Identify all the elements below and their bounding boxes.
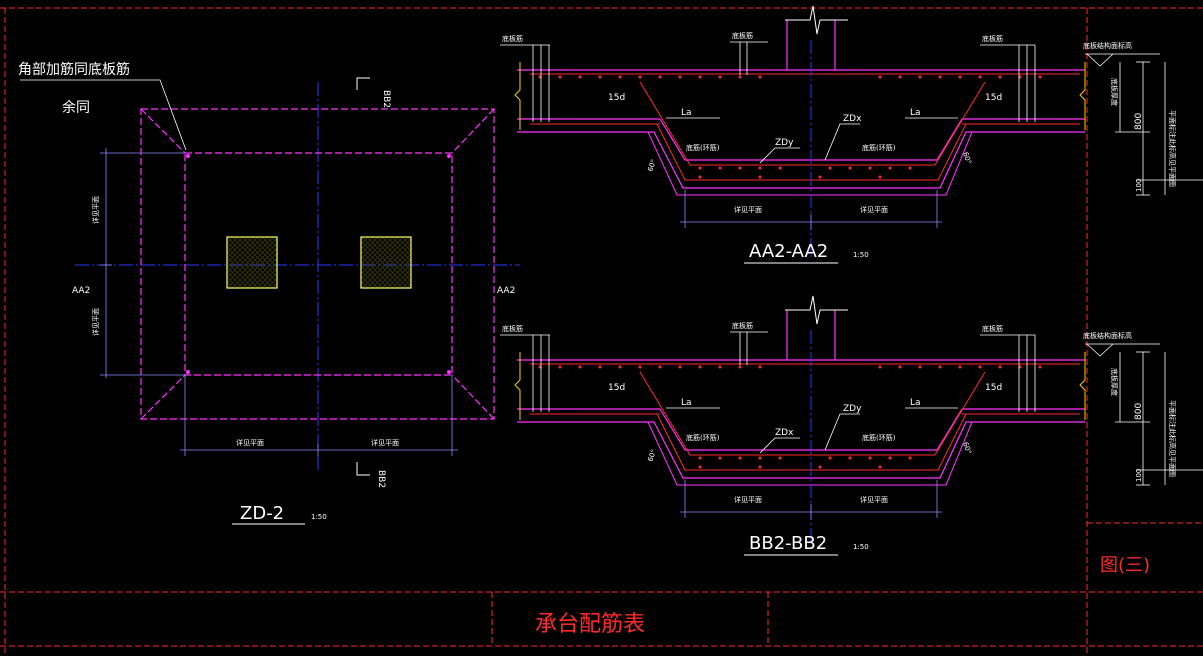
- aa-angle-left: 60°: [646, 158, 658, 172]
- bb-right-bar-label: 底板筋: [982, 324, 1003, 333]
- plan-dim-left-bottom: 详见平面: [91, 308, 100, 336]
- plan-dim-bottom-right: 详见平面: [371, 438, 399, 447]
- aa-la-left: La: [681, 108, 692, 118]
- bb-scale: 1:50: [853, 543, 869, 551]
- aa-right-elev-label: 底板结构面标高: [1083, 41, 1132, 50]
- plan-section-bb-bottom: BB2: [376, 470, 386, 488]
- bb-anchor-right: 15d: [985, 383, 1002, 393]
- bb-anchor-left: 15d: [608, 383, 625, 393]
- aa-right-note: 底板厚度: [1110, 78, 1119, 106]
- bb-la-left: La: [681, 398, 692, 408]
- plan-scale: 1:50: [311, 513, 327, 521]
- plan-section-aa-left: AA2: [72, 286, 90, 296]
- section-aa2: 详见平面 详见平面 底板筋 底板筋 底板筋 底板结构面标高 底板厚度 平面标注此…: [500, 5, 1203, 264]
- bb-dim-100: 100: [1135, 469, 1143, 482]
- bb-right-elev-label: 底板结构面标高: [1083, 331, 1132, 340]
- aa-bar-x: ZDx: [843, 114, 862, 124]
- aa-dim-800: 800: [1134, 113, 1144, 130]
- bb-right-note: 底板厚度: [1110, 368, 1119, 396]
- bb-bar-y: ZDy: [843, 404, 862, 414]
- plan-inner-outline: [184, 152, 453, 376]
- bb-dim-800: 800: [1134, 403, 1144, 420]
- aa-title: AA2-AA2: [749, 241, 828, 262]
- plan-note-line1: 角部加筋同底板筋: [18, 61, 130, 78]
- bb-dim-left: 详见平面: [734, 495, 762, 504]
- plan-view: 详见平面 详见平面 详见平面 详见平面 BB2 BB2 AA2 AA2 角部加筋…: [18, 61, 520, 525]
- plan-dim-bottom-left: 详见平面: [236, 438, 264, 447]
- aa-right-note2: 平面标注此标高见平面图: [1168, 110, 1177, 187]
- aa-anchor-left: 15d: [608, 93, 625, 103]
- aa-mid-bar-label: 底板筋: [732, 31, 753, 40]
- aa-anchor-right: 15d: [985, 93, 1002, 103]
- aa-right-bar-label: 底板筋: [982, 34, 1003, 43]
- bb-la-right: La: [910, 398, 921, 408]
- table-title: 承台配筋表: [535, 612, 645, 637]
- bb-right-note2: 平面标注此标高见平面图: [1168, 400, 1177, 477]
- drawing-frame: [0, 7, 1203, 656]
- plan-note-leader: [20, 79, 187, 151]
- section-bb2: 详见平面 详见平面 底板筋 底板筋 底板筋 底板结构面标高 底板厚度 平面标注此…: [500, 295, 1203, 556]
- aa-dim-left: 详见平面: [734, 205, 762, 214]
- plan-note-line2: 余同: [62, 99, 90, 116]
- aa-top-bar-label: 底板筋: [502, 34, 523, 43]
- bb-hoop-right: 底筋(环筋): [862, 433, 896, 442]
- plan-section-aa-right: AA2: [497, 286, 515, 296]
- plan-dim-left-top: 详见平面: [91, 196, 100, 224]
- plan-title: ZD-2: [240, 503, 284, 524]
- aa-dim-right: 详见平面: [860, 205, 888, 214]
- bb-hoop-left: 底筋(环筋): [686, 433, 720, 442]
- aa-bar-y: ZDy: [775, 138, 794, 148]
- aa-hoop-left: 底筋(环筋): [686, 143, 720, 152]
- plan-outer-outline: [140, 108, 495, 420]
- bb-mid-bar-label: 底板筋: [732, 321, 753, 330]
- bb-dim-right: 详见平面: [860, 495, 888, 504]
- pile-left: [226, 236, 278, 289]
- bb-bar-x: ZDx: [775, 428, 794, 438]
- aa-la-right: La: [910, 108, 921, 118]
- aa-hoop-right: 底筋(环筋): [862, 143, 896, 152]
- aa-scale: 1:50: [853, 251, 869, 259]
- bb-title: BB2-BB2: [749, 533, 827, 554]
- bb-angle-right: 60°: [961, 441, 973, 455]
- bb-angle-left: 60°: [646, 448, 658, 462]
- aa-angle-right: 60°: [961, 151, 973, 165]
- figure-number: 图(三): [1100, 555, 1150, 576]
- pile-right: [360, 236, 412, 289]
- plan-section-bb-top: BB2: [381, 90, 391, 108]
- aa-dim-100: 100: [1135, 179, 1143, 192]
- bb-top-bar-label: 底板筋: [502, 324, 523, 333]
